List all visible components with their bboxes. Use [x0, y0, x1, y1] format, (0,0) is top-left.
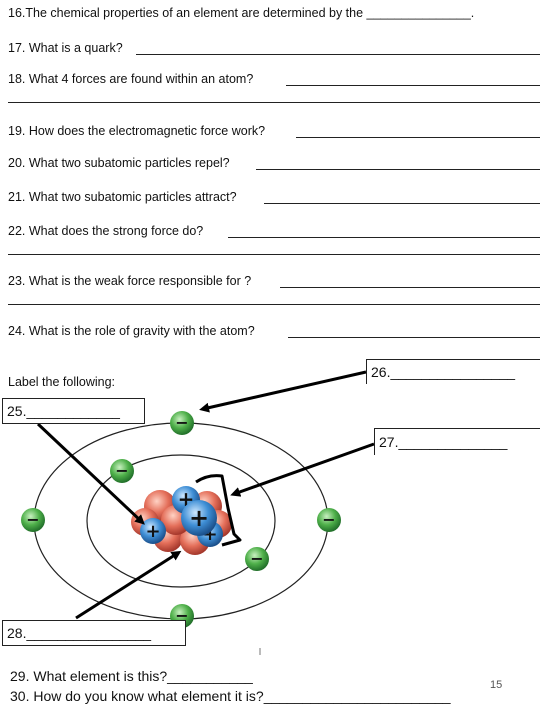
- question-22: 22. What does the strong force do?: [8, 224, 204, 238]
- electron-inner-top-left: −: [110, 459, 134, 483]
- proton-2: [140, 518, 166, 544]
- question-24: 24. What is the role of gravity with the…: [8, 324, 255, 338]
- question-17: 17. What is a quark?: [8, 41, 123, 55]
- answer-line-18b[interactable]: [8, 102, 540, 103]
- label-25[interactable]: 25.____________: [2, 398, 145, 424]
- nucleus-bracket: [195, 474, 242, 547]
- arrow-27: [230, 442, 375, 497]
- question-23: 23. What is the weak force responsible f…: [8, 274, 252, 288]
- svg-text:−: −: [26, 510, 39, 529]
- answer-line-22a[interactable]: [228, 237, 540, 238]
- electron-inner-bottom-right: −: [245, 547, 269, 571]
- answer-line-23a[interactable]: [280, 287, 540, 288]
- electron-left: −: [21, 508, 45, 532]
- question-29: 29. What element is this?___________: [10, 668, 253, 684]
- electron-top: −: [170, 411, 194, 435]
- label-26[interactable]: 26.________________: [366, 359, 540, 384]
- answer-line-22b[interactable]: [8, 254, 540, 255]
- svg-text:+: +: [189, 504, 209, 532]
- diagram-instruction: Label the following:: [8, 375, 116, 389]
- svg-text:−: −: [115, 461, 128, 480]
- arrow-25: [36, 422, 145, 525]
- svg-text:+: +: [145, 521, 160, 542]
- arrow-28: [75, 550, 182, 620]
- answer-line-18a[interactable]: [286, 85, 540, 86]
- inner-orbit: [86, 454, 276, 588]
- answer-line-23b[interactable]: [8, 304, 540, 305]
- question-20: 20. What two subatomic particles repel?: [8, 156, 230, 170]
- label-28[interactable]: 28.________________: [2, 620, 186, 646]
- nucleus: + + + +: [131, 486, 232, 555]
- page-number: 15: [490, 679, 503, 691]
- answer-line-21[interactable]: [264, 203, 540, 204]
- question-21: 21. What two subatomic particles attract…: [8, 190, 237, 204]
- svg-text:−: −: [250, 549, 263, 568]
- arrow-26: [199, 370, 367, 413]
- question-16: 16.The chemical properties of an element…: [8, 6, 475, 20]
- label-27[interactable]: 27.______________: [374, 428, 540, 455]
- svg-text:−: −: [322, 510, 335, 529]
- question-18: 18. What 4 forces are found within an at…: [8, 72, 254, 86]
- proton-4: [181, 500, 217, 536]
- answer-line-20[interactable]: [256, 169, 540, 170]
- electron-right: −: [317, 508, 341, 532]
- answer-line-17[interactable]: [136, 54, 540, 55]
- svg-text:−: −: [175, 413, 188, 432]
- question-30: 30. How do you know what element it is?_…: [10, 688, 451, 704]
- question-19: 19. How does the electromagnetic force w…: [8, 124, 266, 138]
- answer-line-24[interactable]: [288, 337, 540, 338]
- answer-line-19[interactable]: [296, 137, 540, 138]
